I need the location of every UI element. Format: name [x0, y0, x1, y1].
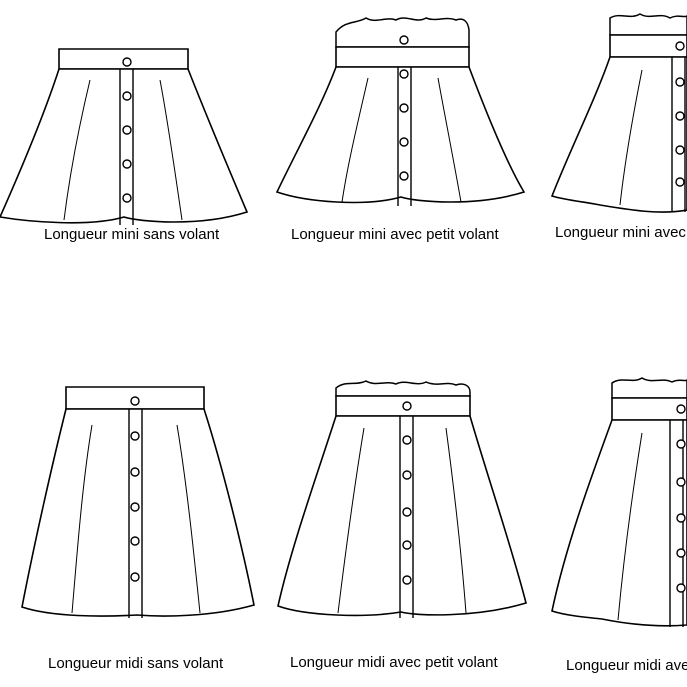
skirt-mini-ruffle-illustration — [275, 17, 526, 206]
caption-mini-no-ruffle: Longueur mini sans volant — [44, 226, 220, 243]
skirt-mini-no-ruffle-illustration — [0, 48, 249, 225]
caption-mini-ruffle-partial: Longueur mini avec — [555, 224, 686, 241]
skirt-midi-no-ruffle-illustration — [21, 386, 255, 618]
skirt-midi-ruffle-illustration — [277, 380, 527, 618]
caption-midi-ruffle: Longueur midi avec petit volant — [290, 654, 498, 671]
caption-midi-ruffle-partial: Longueur midi ave — [566, 657, 687, 674]
skirt-midi-ruffle-partial-illustration — [551, 377, 687, 627]
caption-midi-no-ruffle: Longueur midi sans volant — [48, 655, 224, 672]
caption-mini-ruffle: Longueur mini avec petit volant — [291, 226, 499, 243]
skirt-mini-ruffle-partial-illustration — [550, 13, 687, 213]
